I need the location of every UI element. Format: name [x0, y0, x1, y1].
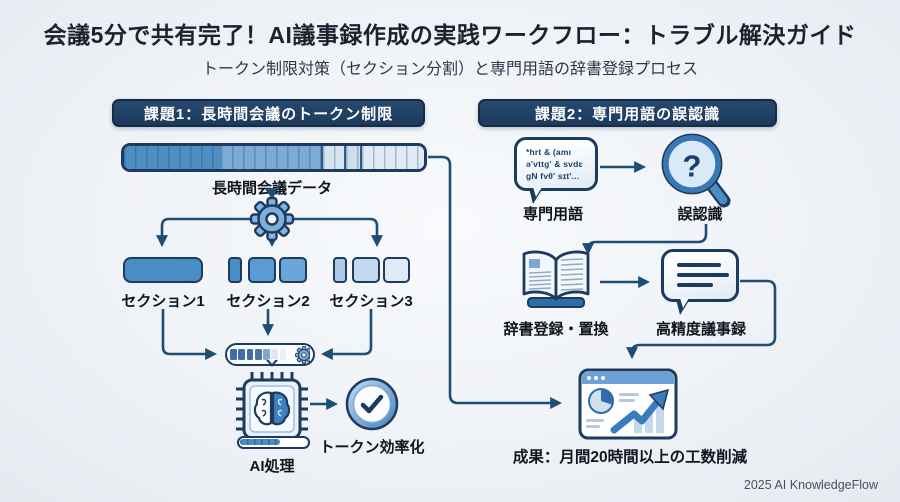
dictionary-label: 辞書登録・置換: [503, 321, 609, 338]
jargon-label: 専門用語: [522, 206, 584, 223]
section3-block: [383, 257, 410, 283]
bar-segment: [124, 146, 221, 169]
bar-chart-icon: [634, 405, 664, 433]
magnifier-question-icon: ?: [661, 133, 731, 208]
svg-text:?: ?: [683, 149, 702, 184]
ai-progress-bar: [237, 436, 310, 449]
gear-icon: [249, 196, 295, 242]
right-panel-header: 課題2：専門用語の誤認識: [478, 99, 777, 127]
watermark: 2025 AI KnowledgeFlow: [743, 478, 878, 492]
section3-block: [333, 257, 347, 283]
left-panel-header-label: 課題1：長時間会議のトークン制限: [143, 105, 394, 123]
progress-segment: [254, 349, 262, 360]
bar-segment: [321, 146, 346, 169]
section2-block: [228, 257, 242, 283]
text-line: [677, 273, 729, 277]
bar-segment: [360, 146, 424, 169]
page-subtitle: トークン制限対策（セクション分割）と専門用語の辞書登録プロセス: [201, 61, 698, 78]
jargon-text: *hrt & (amı ə'vttg' & svdɛ gN fvθ' sɪt'.…: [517, 140, 595, 183]
pie-chart-icon: [588, 388, 614, 414]
progress-segment: [246, 349, 254, 360]
section3-block: [352, 257, 380, 283]
meeting-data-bar: [121, 143, 427, 172]
text-line: [677, 283, 713, 287]
section3-label: セクション3: [329, 293, 413, 310]
ai-process-label: AI処理: [249, 458, 295, 475]
bar-segment: [344, 146, 362, 169]
section2-block: [279, 257, 307, 283]
page-title: 会議5分で共有完了！AI議事録作成の実践ワークフロー：トラブル解決ガイド: [43, 22, 857, 48]
check-circle-icon: [345, 377, 399, 431]
result-label: 成果：月間20時間以上の工数削減: [512, 449, 748, 466]
progress-segment: [279, 349, 287, 360]
progress-segment: [238, 349, 245, 360]
progress-segment: [230, 349, 237, 360]
jargon-line: gN fvθ' sɪt'...: [526, 170, 580, 181]
mini-gear-icon: [294, 345, 310, 364]
text-line: [677, 263, 721, 267]
jargon-line: *hrt & (amı: [526, 147, 572, 157]
progress-segment: [271, 349, 278, 360]
dictionary-book-icon: [522, 250, 590, 308]
section1-label: セクション1: [121, 293, 205, 310]
trend-arrow-icon: [610, 388, 670, 434]
minutes-label: 高精度議事録: [655, 321, 747, 338]
ai-progress-fill: [240, 439, 280, 445]
result-dashboard-icon: [578, 368, 678, 440]
minutes-bubble-icon: [661, 249, 739, 315]
section2-block: [248, 257, 276, 283]
brain-icon: [253, 391, 291, 426]
misread-label: 誤認識: [677, 206, 723, 223]
token-combine-bar: [225, 343, 315, 367]
token-efficiency-label: トークン効率化: [319, 439, 425, 456]
progress-segment: [263, 349, 270, 360]
left-panel-header: 課題1：長時間会議のトークン制限: [112, 99, 425, 127]
section2-label: セクション2: [226, 293, 310, 310]
bar-segment: [221, 146, 321, 169]
jargon-bubble-icon: *hrt & (amı ə'vttg' & svdɛ gN fvθ' sɪt'.…: [514, 137, 598, 204]
section1-block: [123, 257, 203, 283]
right-panel-header-label: 課題2：専門用語の誤認識: [534, 105, 721, 123]
jargon-line: ə'vttg' & svdɛ: [526, 158, 583, 169]
